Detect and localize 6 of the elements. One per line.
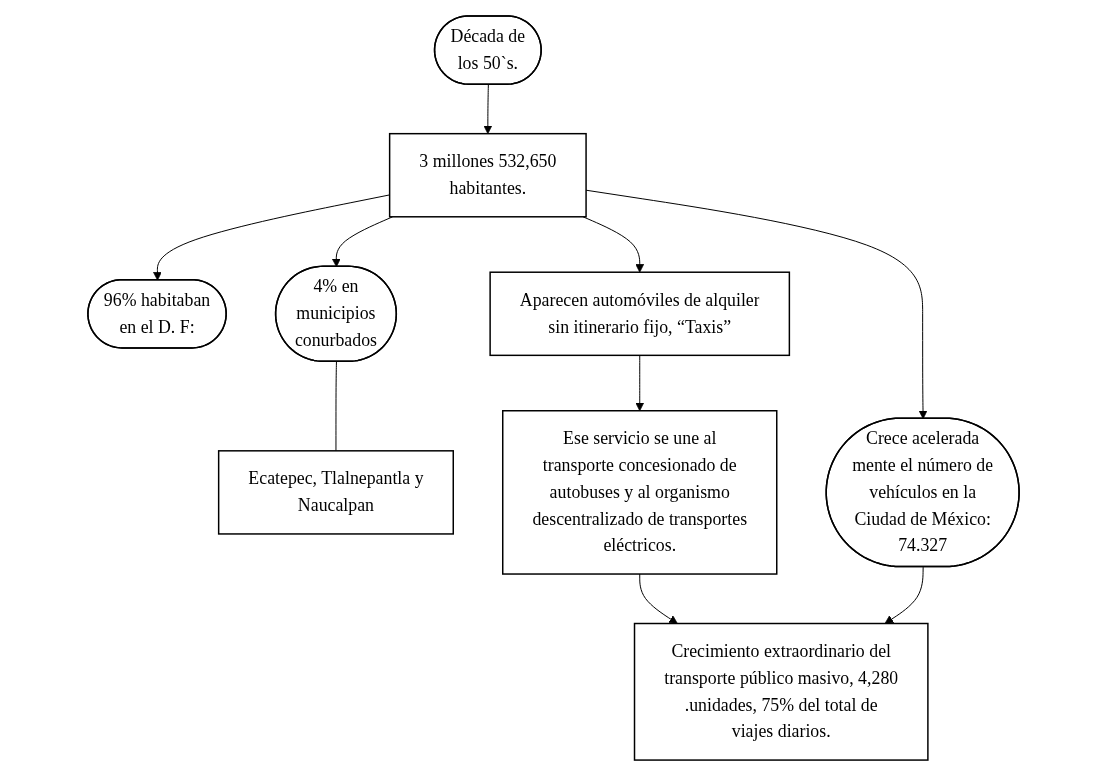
node-box: Ese servicio se une al transporte concesionado de autobuses y al organismo descentralizado de transportes eléctricos. [502,409,778,575]
node-box: 3 millones 532,650 habitantes. [388,132,587,218]
node-box: Crecimiento extraordinario del transporte público masivo, 4,280 .unidades, 75% del total de viajes diarios. [633,622,929,761]
node-box: Ecatepec, Tlalnepantla y Naucalpan [217,449,454,535]
node-box: Aparecen automóviles de alquiler sin itinerario fijo, “Taxis” [489,270,791,356]
connector [335,360,337,451]
